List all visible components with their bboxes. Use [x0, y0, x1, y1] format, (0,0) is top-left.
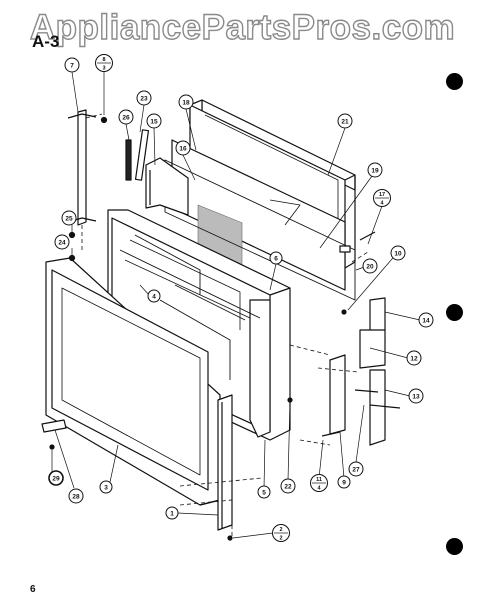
svg-text:17: 17: [379, 192, 385, 198]
callout-11-4: 11 4: [310, 474, 328, 492]
svg-text:26: 26: [122, 115, 130, 122]
svg-text:15: 15: [150, 119, 158, 126]
svg-text:4: 4: [152, 294, 156, 301]
front-glass-door: [45, 257, 221, 506]
svg-text:7: 7: [70, 63, 74, 70]
hinge-assemblies: [321, 231, 401, 446]
svg-text:6: 6: [274, 256, 278, 263]
callout-15: 15: [146, 113, 162, 129]
callout-8-3: 83: [95, 54, 113, 72]
callout-12: 12: [406, 350, 422, 366]
svg-text:27: 27: [352, 467, 360, 474]
side-trim-parts: [125, 129, 189, 216]
callout-3: 3: [99, 480, 113, 494]
callout-6: 6: [269, 251, 283, 265]
svg-text:19: 19: [371, 168, 379, 175]
leader-lines: [51, 71, 421, 539]
page-number: 6: [30, 584, 36, 595]
callout-16: 16: [175, 140, 191, 156]
callout-17-4: 17 4: [373, 189, 391, 207]
callout-18: 18: [178, 94, 194, 110]
callout-21: 21: [337, 113, 353, 129]
binder-hole-top: [446, 73, 463, 90]
svg-text:24: 24: [58, 240, 66, 247]
svg-text:11: 11: [316, 477, 322, 483]
svg-text:10: 10: [394, 251, 402, 258]
callout-14: 14: [418, 312, 434, 328]
callout-29: 29: [48, 470, 64, 486]
svg-text:28: 28: [72, 494, 80, 501]
callout-13: 13: [408, 388, 424, 404]
door-handles: [67, 109, 233, 531]
svg-text:3: 3: [104, 485, 108, 492]
svg-text:29: 29: [52, 476, 60, 483]
callout-23: 23: [136, 90, 152, 106]
bottom-plate: [41, 419, 67, 433]
callout-28: 28: [68, 488, 84, 504]
svg-text:22: 22: [284, 484, 292, 491]
svg-text:4: 4: [317, 486, 321, 492]
svg-text:2: 2: [279, 527, 282, 533]
svg-text:23: 23: [140, 96, 148, 103]
fasteners: [49, 116, 347, 541]
callout-26: 26: [118, 109, 134, 125]
svg-text:2: 2: [279, 536, 282, 542]
svg-text:13: 13: [412, 394, 420, 401]
callout-7: 7: [64, 57, 80, 73]
callout-1: 1: [165, 506, 179, 520]
svg-text:12: 12: [410, 356, 418, 363]
alignment-lines: [81, 113, 369, 536]
svg-text:21: 21: [341, 119, 349, 126]
callout-20: 20: [362, 258, 378, 274]
svg-text:14: 14: [422, 318, 430, 325]
callout-22: 22: [280, 478, 296, 494]
callout-19: 19: [367, 162, 383, 178]
callout-9: 9: [337, 475, 351, 489]
binder-hole-bottom: [446, 538, 463, 555]
svg-text:20: 20: [366, 264, 374, 271]
svg-text:18: 18: [182, 100, 190, 107]
svg-text:1: 1: [170, 511, 174, 518]
callout-24: 24: [54, 234, 70, 250]
section-label: A-3: [32, 32, 60, 51]
callout-10: 10: [390, 245, 406, 261]
callout-4: 4: [147, 289, 161, 303]
svg-text:3: 3: [102, 66, 105, 72]
callout-27: 27: [348, 461, 364, 477]
svg-text:5: 5: [262, 490, 266, 497]
callout-labels: 7 83 23 18 21 26 15 16 19 174 25 24 6 10…: [48, 54, 434, 542]
callout-25: 25: [61, 210, 77, 226]
callout-2-2: 22: [272, 524, 290, 542]
svg-text:9: 9: [342, 480, 346, 487]
svg-text:25: 25: [65, 216, 73, 223]
svg-text:16: 16: [179, 146, 187, 153]
binder-hole-middle: [446, 304, 463, 321]
callout-5: 5: [257, 485, 271, 499]
door-liner: [119, 234, 261, 380]
svg-text:4: 4: [380, 201, 384, 207]
svg-text:8: 8: [102, 57, 105, 63]
